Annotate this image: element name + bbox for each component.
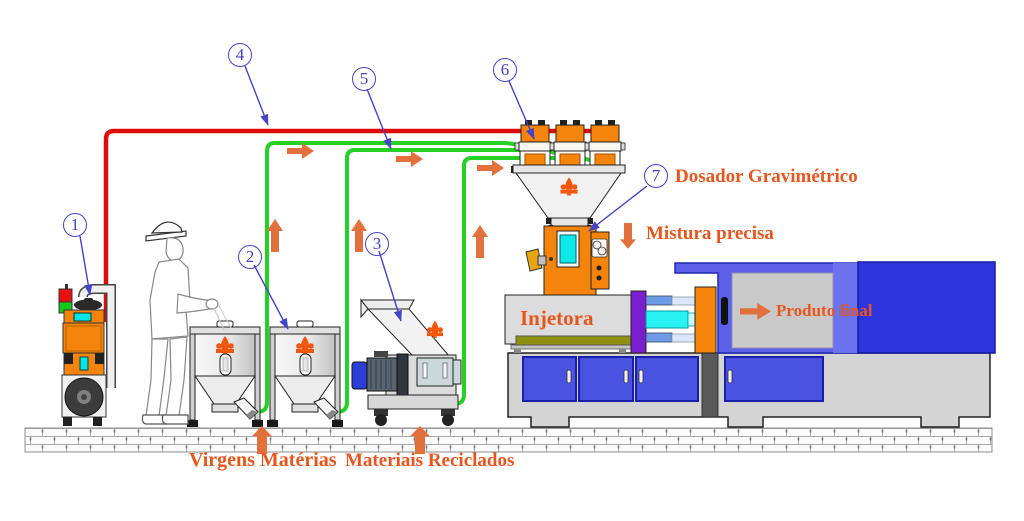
cabinet-door [635, 356, 699, 402]
moving-platen [694, 286, 717, 354]
mix-down-arrow-icon [620, 223, 636, 249]
hopper-loader [584, 119, 626, 171]
loader-display [73, 312, 92, 322]
fixed-platen [630, 290, 647, 354]
flow-arrow-up-icon [472, 225, 488, 258]
label-mistura-precisa: Mistura precisa [646, 223, 774, 244]
label-materiais-reciclados: Materiais Reciclados [345, 450, 515, 471]
flow-arrow-right-icon [287, 143, 314, 159]
gear-icon [592, 240, 602, 250]
virgin-material-hopper-2 [267, 321, 343, 427]
label-produto-final: Produto final [776, 301, 873, 320]
worker-figure [141, 221, 232, 425]
label-dosador-gravimetrico: Dosador Gravimétrico [675, 166, 858, 187]
callout-badge-7: 7 [644, 164, 668, 188]
flow-arrow-up-icon [267, 219, 283, 252]
hopper-loader [514, 119, 556, 171]
doser-display [559, 234, 577, 264]
callout-badge-4: 4 [228, 43, 252, 67]
injection-ram [645, 310, 689, 329]
cabinet-door [724, 356, 824, 402]
label-virgens-materias: Virgens Matérias [189, 449, 337, 471]
gravimetric-station [511, 119, 626, 296]
clamp-unit [857, 261, 996, 354]
vacuum-loader-unit [58, 284, 116, 426]
callout-badge-2: 2 [238, 245, 262, 269]
brick-floor [24, 427, 993, 453]
callout-badge-6: 6 [493, 58, 517, 82]
granulator-unit [351, 298, 462, 426]
flow-arrow-right-icon [396, 151, 423, 167]
label-injetora: Injetora [520, 306, 594, 330]
virgin-material-hopper-1 [187, 321, 263, 427]
caster-wheel [442, 414, 454, 426]
gear-icon [597, 246, 607, 256]
granulator-motor [351, 361, 368, 390]
vacuum-tube-red [103, 128, 596, 323]
callout-badge-3: 3 [365, 232, 389, 256]
callout-badge-5: 5 [352, 67, 376, 91]
flow-arrow-right-icon [477, 160, 504, 176]
callout-badge-1: 1 [63, 213, 87, 237]
hopper-loader [549, 119, 591, 171]
callout-lines [79, 65, 648, 330]
stack-light-red [58, 288, 73, 303]
flame-logo-icon [426, 320, 444, 338]
guard-handle [721, 297, 728, 325]
caster-wheel [375, 414, 387, 426]
